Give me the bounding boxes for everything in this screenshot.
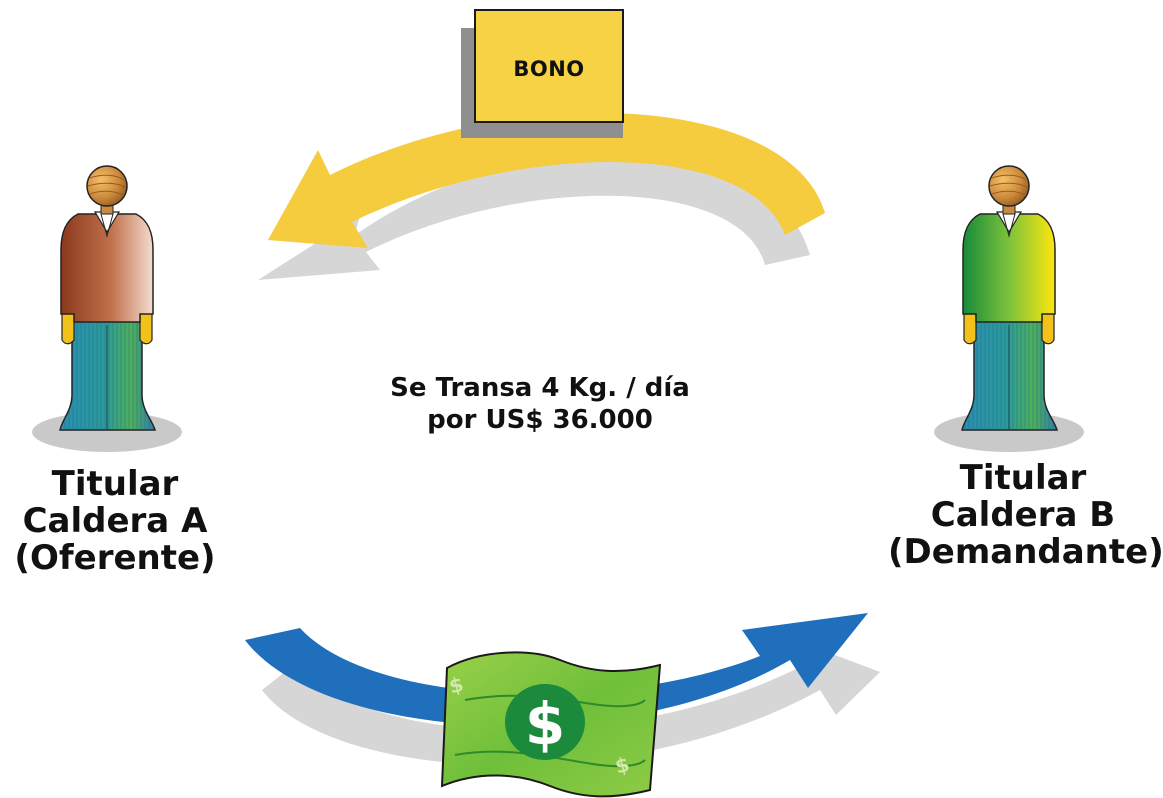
party-a-line-3: (Oferente) bbox=[14, 538, 216, 578]
money-arrow-shadow bbox=[262, 638, 880, 766]
party-a-line-2: Caldera A bbox=[22, 501, 208, 541]
party-b-line-3: (Demandante) bbox=[888, 532, 1163, 572]
party-b-line-2: Caldera B bbox=[930, 495, 1116, 535]
bond-arrow bbox=[268, 112, 825, 248]
person-a-icon bbox=[32, 165, 182, 452]
transaction-line-1: Se Transa 4 Kg. / día bbox=[390, 373, 690, 403]
person-b-icon bbox=[934, 165, 1084, 452]
bond-label: BONO bbox=[513, 57, 584, 81]
money-corner-symbol-top: $ bbox=[446, 672, 466, 699]
dollar-bill-icon: $ $ $ bbox=[440, 651, 662, 798]
money-arrow bbox=[245, 613, 868, 726]
bond-document-icon: BONO bbox=[461, 9, 624, 138]
party-b-line-1: Titular bbox=[959, 458, 1087, 498]
party-b-label: Titular Caldera B (Demandante) bbox=[888, 458, 1163, 572]
party-a-label: Titular Caldera A (Oferente) bbox=[0, 466, 230, 577]
money-corner-symbol-bottom: $ bbox=[612, 752, 632, 779]
money-symbol: $ bbox=[525, 690, 565, 758]
transaction-label: Se Transa 4 Kg. / día por US$ 36.000 bbox=[330, 372, 750, 436]
transaction-line-2: por US$ 36.000 bbox=[427, 405, 653, 435]
party-a-line-1: Titular bbox=[51, 464, 179, 504]
bond-arrow-shadow bbox=[258, 151, 810, 280]
